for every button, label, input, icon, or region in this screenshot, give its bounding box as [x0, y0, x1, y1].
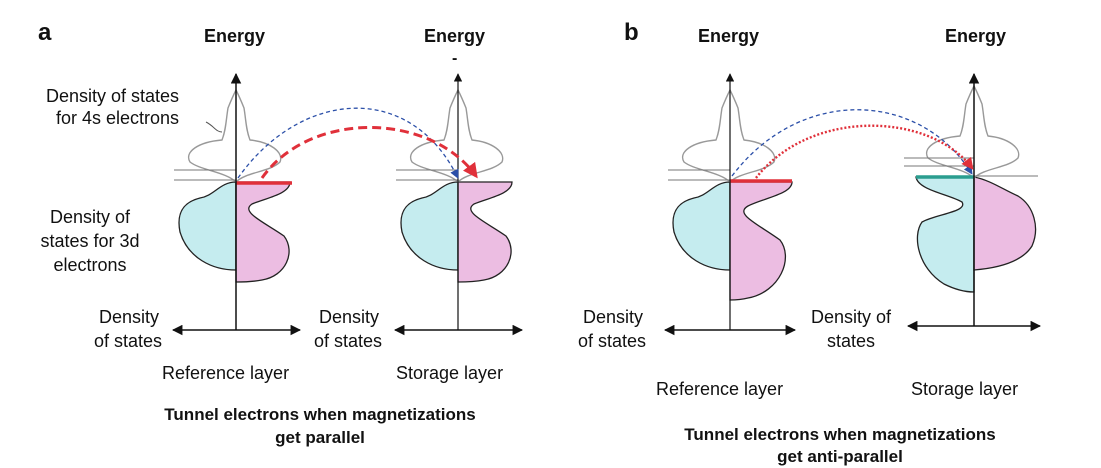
panel-a-dos-axis-right-line2: of states	[313, 331, 383, 351]
panel-b-reference-dos	[663, 73, 797, 336]
panel-b-caption-line2: get anti-parallel	[777, 447, 903, 466]
panel-a-energy-label-right: Energy	[424, 26, 486, 46]
panel-b-dos-axis-right-line1: Density of	[810, 307, 892, 327]
tunnel-arrow-3d-red	[755, 124, 974, 179]
panel-b-reference-layer-label: Reference layer	[656, 379, 784, 399]
dos-3d-spin-up-fill	[235, 181, 291, 283]
panel-a-caption-line2: get parallel	[275, 428, 365, 447]
dos-3d-label-line2: states for 3d	[40, 231, 140, 251]
panel-a-reference-dos	[171, 72, 302, 336]
panel-a-dos-axis-left-line2: of states	[93, 331, 163, 351]
dos-4s-outline	[681, 88, 776, 183]
panel-a-storage-dos	[393, 73, 524, 336]
panel-b-energy-label-left: Energy	[698, 26, 760, 46]
panel-b-dos-axis-right-line2: states	[826, 331, 876, 351]
dos-3d-spin-down-fill	[672, 181, 731, 271]
dos-4s-label-line1: Density of states	[46, 86, 180, 106]
panel-b-storage-dos	[904, 72, 1042, 332]
dos-3d-spin-up-fill	[457, 181, 513, 283]
panel-a-caption-line1: Tunnel electrons when magnetizations	[164, 405, 476, 424]
panel-a-energy-right-mark: -	[452, 50, 458, 67]
panel-a-energy-label-left: Energy	[204, 26, 266, 46]
panel-b-dos-axis-left-line1: Density	[582, 307, 644, 327]
panel-b-caption-line1: Tunnel electrons when magnetizations	[684, 425, 996, 444]
panel-a-reference-layer-label: Reference layer	[162, 363, 290, 383]
dos-4s-outline	[925, 84, 1020, 179]
panel-b-dos-axis-left-line2: of states	[577, 331, 647, 351]
tunnel-arrow-4s-blue	[731, 109, 973, 177]
panel-a-dos-axis-left-line1: Density	[98, 307, 160, 327]
dos-3d-spin-up-fill	[973, 176, 1037, 271]
dos-3d-spin-down-fill	[178, 181, 237, 271]
dos-4s-outline	[187, 88, 282, 183]
panel-a-storage-layer-label: Storage layer	[396, 363, 504, 383]
dos-4s-label-line2: for 4s electrons	[56, 108, 180, 128]
panel-b-storage-layer-label: Storage layer	[911, 379, 1019, 399]
panel-a-dos-axis-right-line1: Density	[318, 307, 380, 327]
dos-3d-spin-down-fill	[915, 176, 975, 293]
tunnel-arrow-3d-red	[260, 126, 478, 179]
dos-3d-spin-up-fill	[729, 181, 793, 301]
tunnel-arrow-4s-blue	[237, 107, 459, 179]
dos-3d-label-line1: Density of	[49, 207, 131, 227]
dos-3d-label-line3: electrons	[53, 255, 127, 275]
dos-3d-spin-down-fill	[400, 181, 459, 271]
panel-b-letter: b	[624, 19, 639, 46]
dos-4s-outline	[409, 88, 504, 183]
panel-a-letter: a	[38, 19, 52, 46]
panel-b-energy-label-right: Energy	[945, 26, 1007, 46]
